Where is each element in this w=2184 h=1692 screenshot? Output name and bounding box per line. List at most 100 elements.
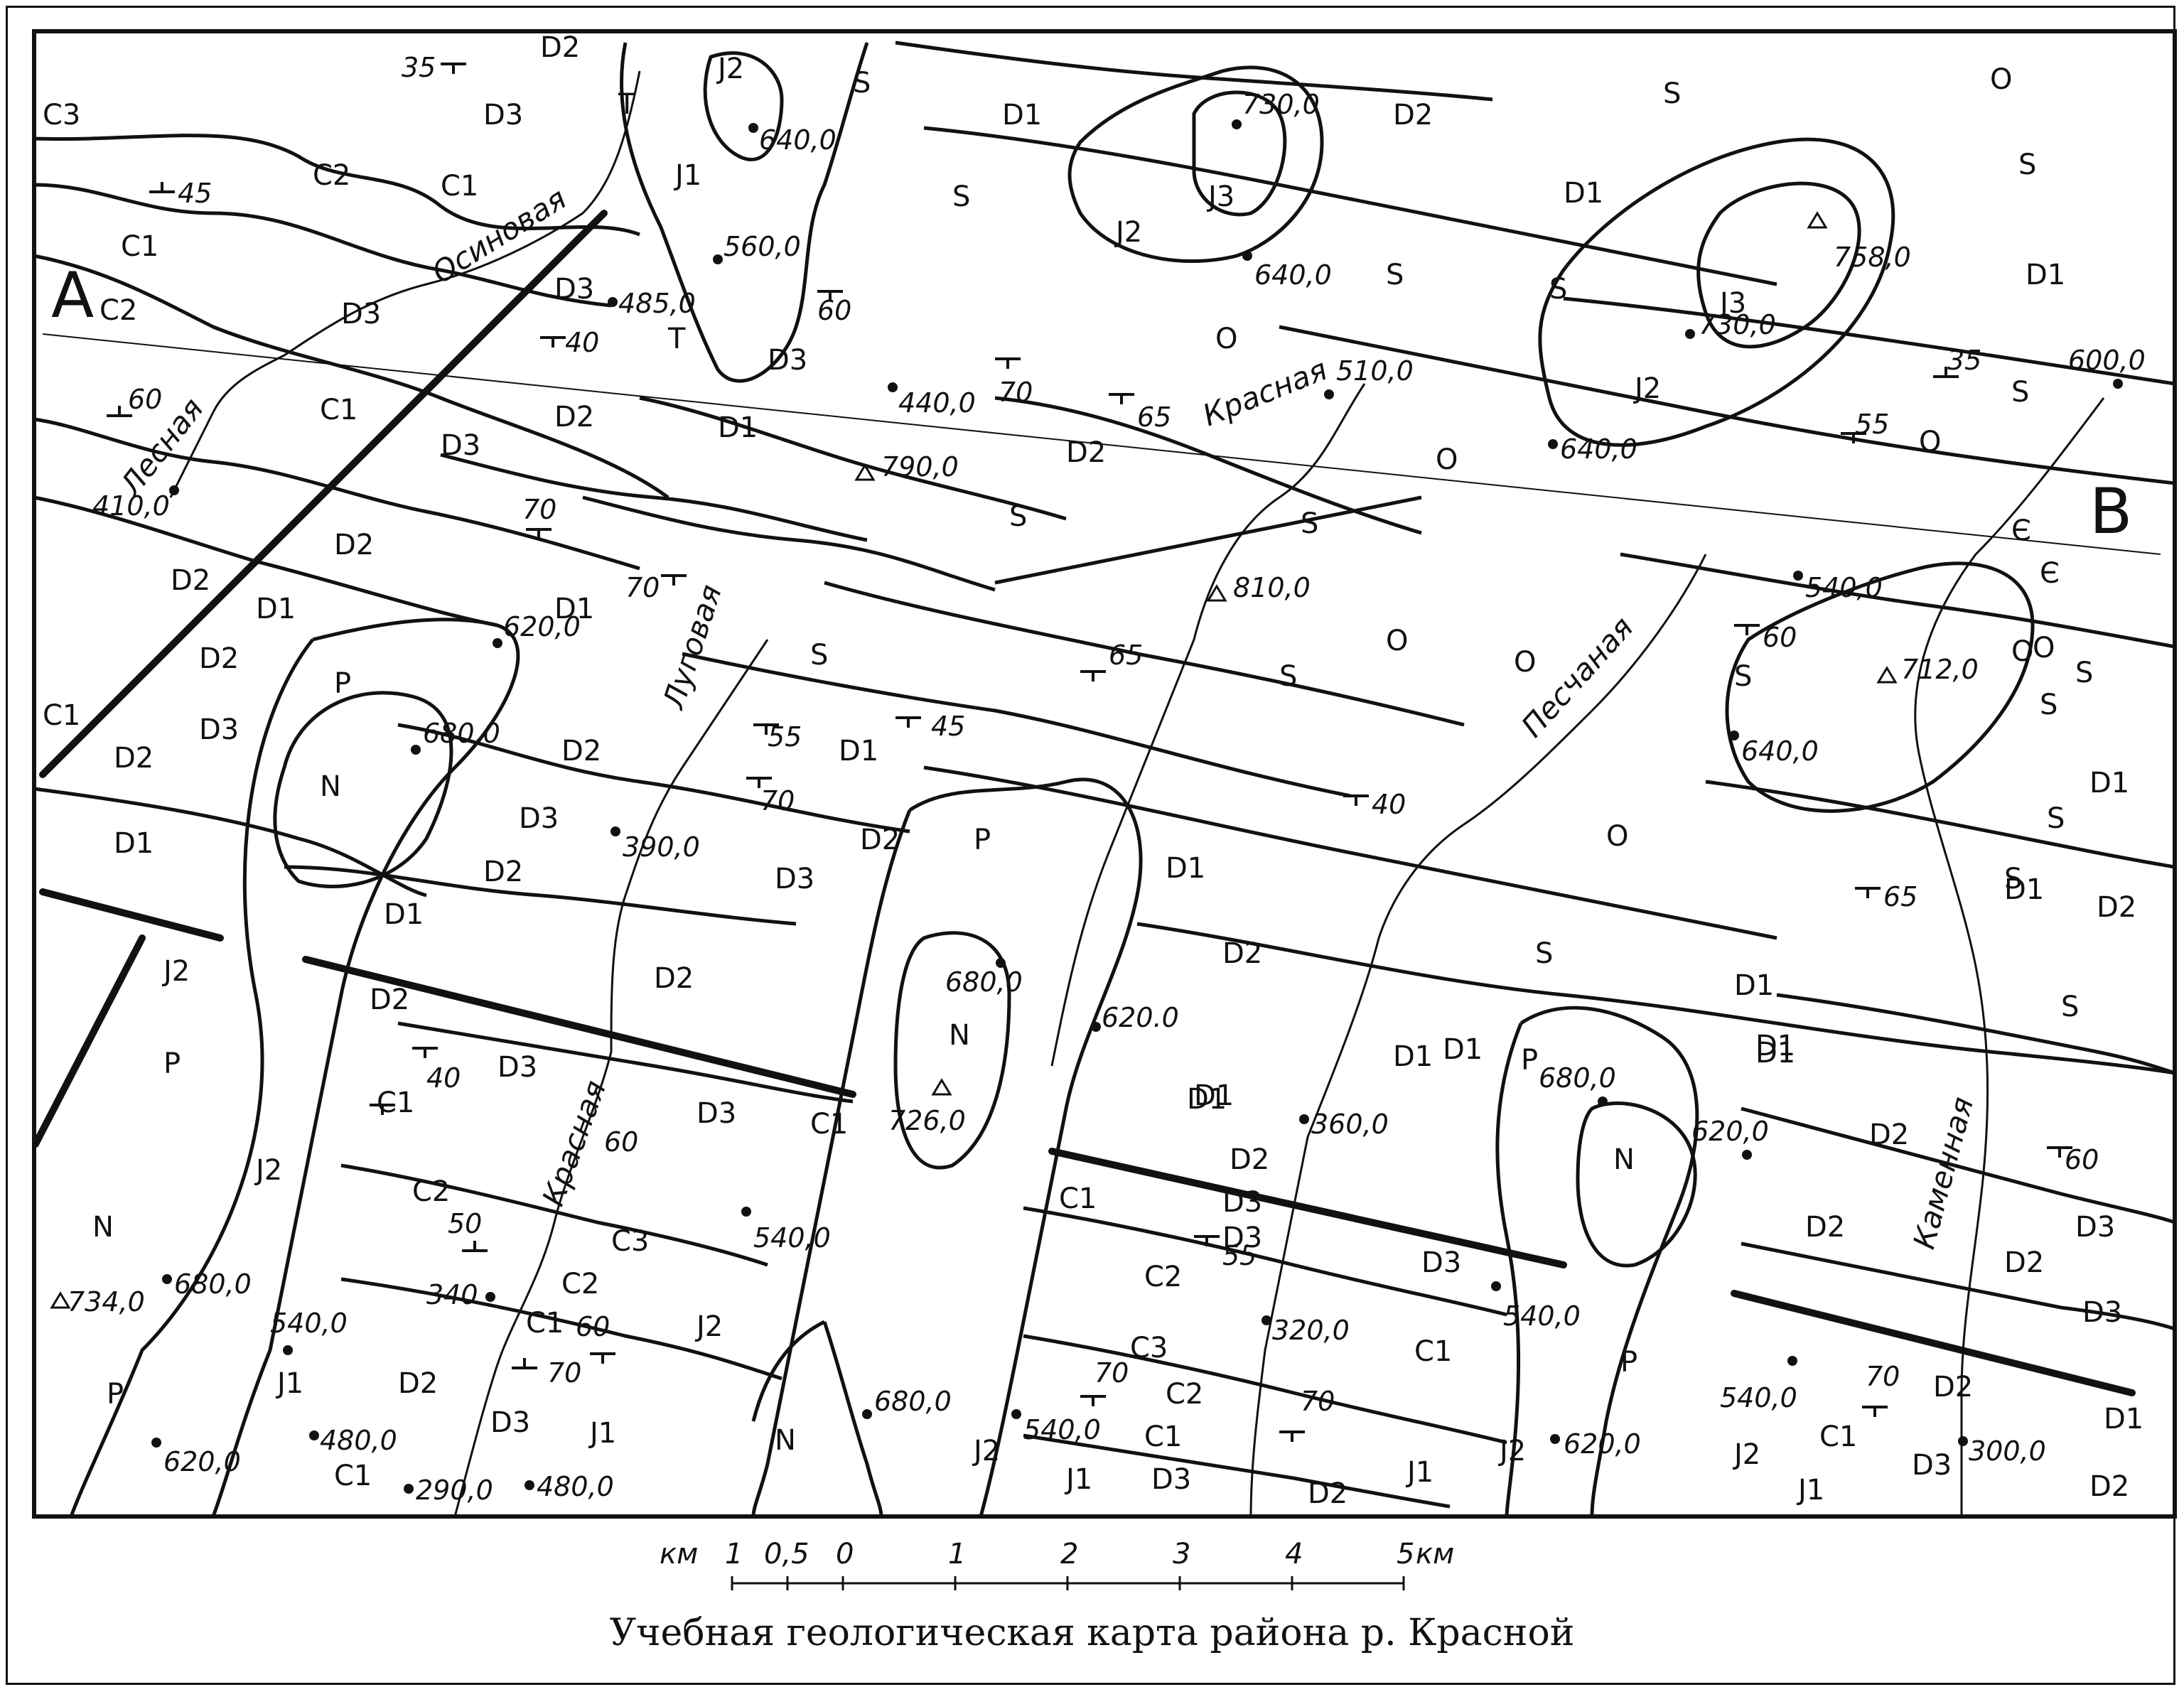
formation-label: J2 [161,955,190,988]
formation-label: Р [1620,1346,1637,1379]
formation-label: D2 [2097,891,2136,924]
profile-end-b: В [2089,475,2132,548]
scale-tick: 1 [948,1538,966,1570]
formation-label: D3 [2075,1211,2115,1244]
formation-label: S [1279,660,1297,693]
elevation-label: 620,0 [1564,1428,1641,1460]
formation-label: D2 [483,856,523,888]
formation-label: D3 [2082,1296,2122,1329]
formation-label: Р [334,667,351,700]
formation-label: D1 [114,827,154,860]
formation-label: D1 [1002,99,1042,131]
scale-tick: 2 [1060,1538,1078,1570]
dip-label: 70 [760,785,795,817]
scale-tick: 5 [1397,1538,1414,1570]
formation-label: D1 [2089,767,2129,799]
formation-label: C2 [313,159,350,192]
formation-label: D2 [334,529,374,561]
elevation-label: 726,0 [888,1105,966,1136]
formation-label: D2 [2089,1470,2129,1503]
scale-unit-right: км [1416,1538,1454,1570]
elevation-label: 810,0 [1233,572,1311,603]
formation-label: J2 [716,53,744,85]
formation-label: O [1215,323,1237,355]
formation-label: D1 [256,593,296,625]
scale-tick: 4 [1285,1538,1303,1570]
dip-label: 50 [448,1208,482,1239]
formation-label: J2 [1732,1438,1760,1471]
formation-label: D1 [1194,1079,1234,1112]
elevation-label: 540,0 [753,1222,831,1254]
summit-triangles [50,211,1898,1309]
formation-label: D3 [441,429,480,462]
elevation-label: 680,0 [945,966,1023,998]
formation-label: S [2011,376,2029,409]
dip-label: 45 [178,178,212,209]
formation-label: D1 [1393,1040,1433,1073]
formation-label: C2 [99,294,137,327]
elevation-label: 510,0 [1336,355,1414,387]
formation-label: Р [163,1047,181,1080]
dip-label: 70 [1866,1361,1900,1392]
formation-label: D2 [554,401,594,433]
formation-label: J3 [1206,180,1234,213]
dip-label: 40 [1372,789,1406,820]
formation-label: J2 [254,1154,282,1187]
formation-label: D2 [561,735,601,767]
dip-labels: 35 45 40 60 70 70 65 60 70 65 35 55 55 4… [128,52,2099,1417]
elevation-label: 640,0 [1560,433,1637,465]
elevation-label: 620,0 [1691,1116,1769,1147]
dip-label: 60 [2065,1144,2099,1175]
formation-label: D3 [1151,1463,1191,1496]
dip-label: 70 [625,572,660,603]
dip-label: 65 [1137,402,1171,433]
formation-label: D1 [1443,1033,1483,1066]
formation-label: D2 [2004,1246,2044,1279]
scale-tick: 0,5 [764,1538,809,1570]
dip-label: 70 [999,377,1033,408]
formation-label: D3 [1222,1222,1262,1254]
formation-label: D3 [519,802,559,835]
contact-lines [33,41,2175,1509]
formation-label: J1 [673,159,701,192]
formation-label: C1 [441,170,478,203]
formation-label: J1 [1796,1474,1824,1507]
map-caption: Учебная геологическая карта района р. Кр… [609,1612,1575,1654]
formation-label: C1 [43,699,80,732]
formation-label: D1 [1734,969,1774,1002]
elevation-label: 600,0 [2068,345,2146,376]
river-lines [169,70,2105,1517]
elevation-label: 640,0 [1741,735,1819,767]
scale-tick: 3 [1173,1538,1190,1570]
formation-label: D1 [718,411,758,444]
formation-label: S [810,639,828,672]
formation-labels: C3 C2 C1 C1 C2 C1 C1 D2 D3 D3 D3 D2 D2 D… [43,31,2143,1510]
elevation-label: 410,0 [92,490,170,522]
formation-label: N [320,770,341,803]
formation-label: D3 [1222,1186,1262,1219]
formation-label: N [775,1424,796,1457]
formation-label: J1 [1064,1463,1092,1496]
dip-label: 70 [522,494,556,525]
formation-label: J1 [588,1417,616,1450]
dip-label: 60 [604,1126,638,1158]
dip-label: 60 [1763,622,1797,653]
formation-label: D1 [1564,177,1603,210]
formation-label: O [1606,820,1628,853]
elevation-label: 758,0 [1834,242,1911,273]
profile-line [42,333,2161,555]
formation-label: N [949,1019,970,1052]
dip-label: 45 [931,711,965,742]
formation-label: O [1514,646,1536,679]
formation-label: J3 [1718,287,1746,320]
dip-label: 35 [1947,345,1981,376]
formation-label: D2 [398,1367,438,1400]
formation-label: S [1386,259,1404,291]
outcrop-outlines [69,42,2035,1517]
elevation-labels: 640,0 560,0 485,0 440,0 790,0 730,0 640,… [68,89,2146,1506]
formation-label: C1 [526,1307,564,1340]
formation-label: D3 [199,713,239,746]
elevation-label: 790,0 [881,451,959,483]
formation-label: Р [1521,1044,1538,1077]
